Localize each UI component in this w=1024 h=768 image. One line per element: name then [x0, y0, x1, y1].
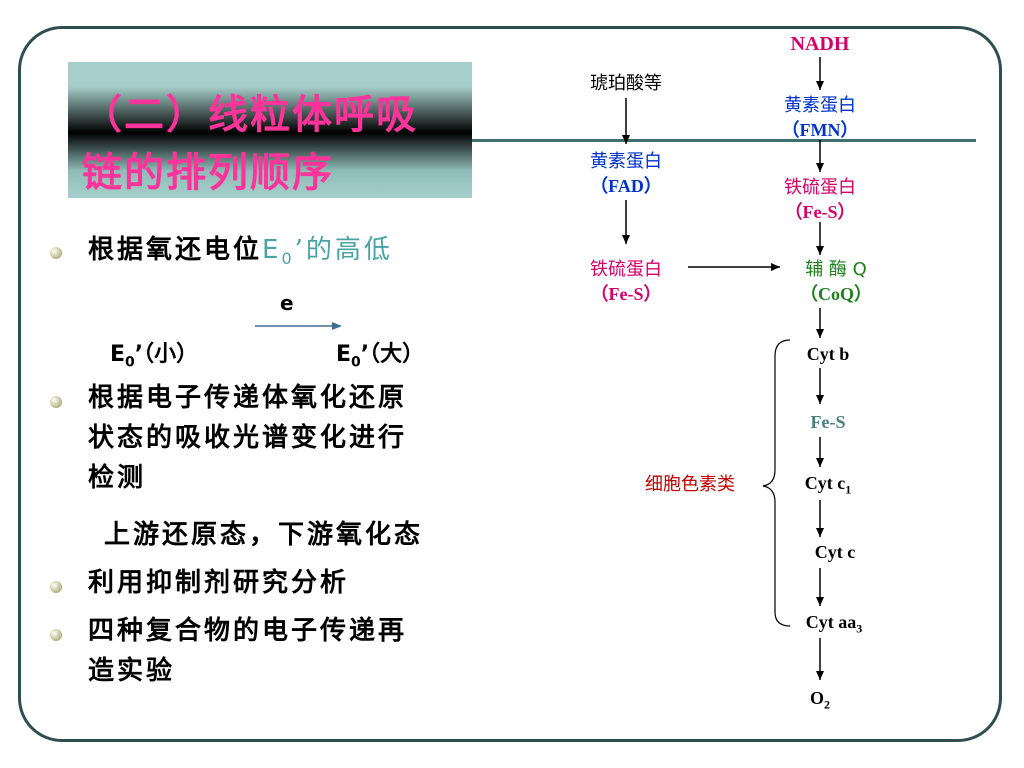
bullet-3: 利用抑制剂研究分析 [88, 568, 350, 598]
bullet-2-line-3: 检测 [88, 463, 147, 493]
fmn-code: （FMN） [781, 120, 859, 140]
e0-low-symbol: E [110, 342, 126, 367]
fes-left-label: 铁硫蛋白 （Fe-S） [566, 258, 686, 307]
bullet-2-line-1: 根据电子传递体氧化还原 [88, 383, 408, 413]
bullet-icon [50, 247, 62, 259]
bullet-2-line-2: 状态的吸收光谱变化进行 [88, 423, 408, 453]
cyt-c1-subscript: 1 [845, 482, 852, 497]
e0-low-label: E0’（小） [110, 336, 198, 370]
bullet-2: 根据电子传递体氧化还原 状态的吸收光谱变化进行 检测 [88, 378, 407, 498]
fmn-label: 黄素蛋白 （FMN） [760, 94, 880, 143]
e0-subscript: 0 [281, 249, 295, 269]
bullet-icon [50, 581, 62, 593]
coq-label: 辅 酶 Q （CoQ） [776, 258, 896, 307]
slide-title: （二）线粒体呼吸 链的排列顺序 [82, 86, 418, 202]
cyt-c1-text: Cyt c [804, 473, 846, 493]
header-rule [470, 139, 976, 142]
fmn-name: 黄素蛋白 [784, 95, 856, 116]
cyt-aa3-subscript: 3 [856, 621, 863, 636]
bullet-1: 根据氧还电位E0’的高低 [88, 230, 393, 279]
slide-frame [18, 26, 1002, 742]
o2-text: O [809, 688, 824, 708]
fes-left-code: （Fe-S） [590, 284, 662, 304]
coq-name: 辅 酶 Q [805, 259, 867, 280]
e0-high-text: ’（大） [360, 342, 425, 367]
fes-left-name: 铁硫蛋白 [590, 259, 662, 280]
e0-low-subscript: 0 [125, 354, 135, 371]
bullet-icon [50, 629, 62, 641]
cyt-aa3-text: Cyt aa [805, 612, 857, 632]
e0-high-label: E0’（大） [336, 336, 424, 370]
bullet-2-subnote: 上游还原态，下游氧化态 [104, 520, 424, 550]
fes-right-label: 铁硫蛋白 （Fe-S） [760, 176, 880, 225]
cyt-c-label: Cyt c [814, 542, 856, 562]
nadh-label: NADH [790, 33, 850, 55]
fad-code: （FAD） [590, 176, 662, 196]
electron-label: e [280, 291, 294, 315]
e0-high-symbol: E [336, 342, 352, 367]
fad-name: 黄素蛋白 [590, 151, 662, 172]
title-line-2: 链的排列顺序 [82, 149, 334, 196]
fes-right-name: 铁硫蛋白 [784, 177, 856, 198]
o2-subscript: 2 [824, 697, 830, 712]
fad-label: 黄素蛋白 （FAD） [566, 150, 686, 199]
e0-high-subscript: 0 [351, 354, 361, 371]
bullet-1-suffix: ’的高低 [294, 235, 393, 265]
title-line-1: （二）线粒体呼吸 [82, 91, 418, 138]
bullet-1-text: 根据氧还电位 [88, 235, 263, 265]
e0-symbol: E [262, 235, 282, 265]
cytochromes-label: 细胞色素类 [645, 474, 735, 495]
bullet-1-e0: E0 [262, 235, 295, 269]
succinate-label: 琥珀酸等 [590, 73, 662, 94]
cyt-c1-label: Cyt c1 [780, 471, 876, 502]
coq-code: （CoQ） [800, 284, 872, 304]
cyt-aa3-label: Cyt aa3 [786, 610, 882, 641]
fes-right-code: （Fe-S） [784, 202, 856, 222]
o2-label: O2 [770, 686, 870, 717]
fe-s-label: Fe-S [810, 412, 846, 432]
title-banner [68, 62, 472, 198]
bullet-4-line-2: 造实验 [88, 656, 176, 686]
bullet-4-line-1: 四种复合物的电子传递再 [88, 616, 408, 646]
cyt-b-label: Cyt b [806, 344, 850, 364]
bullet-4: 四种复合物的电子传递再 造实验 [88, 611, 407, 691]
e0-low-text: ’（小） [134, 342, 199, 367]
bullet-icon [50, 396, 62, 408]
